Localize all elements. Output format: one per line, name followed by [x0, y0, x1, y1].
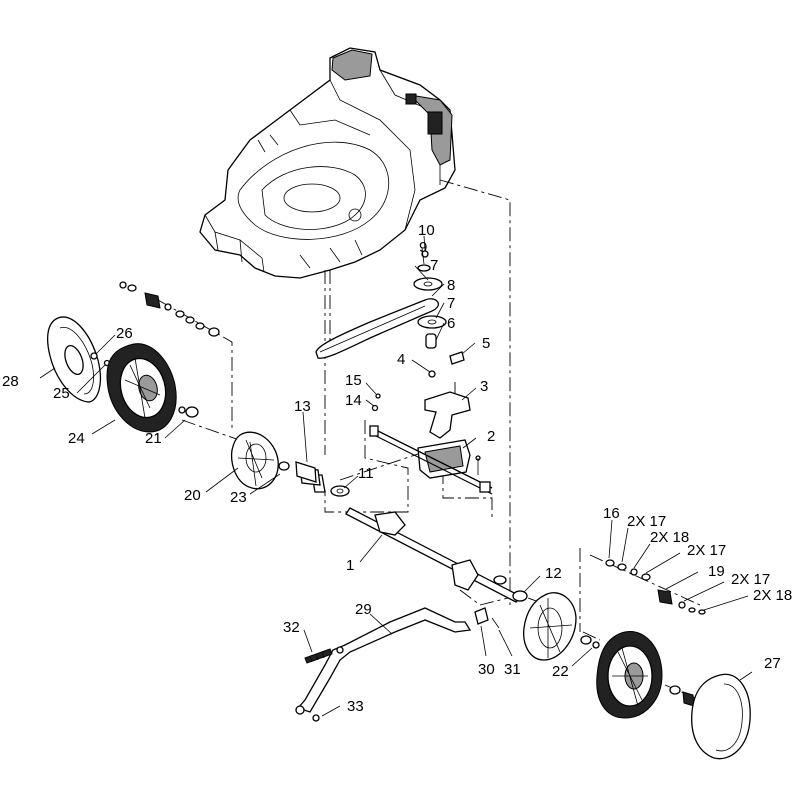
leader-lines — [39, 235, 753, 717]
callout-19: 19 — [708, 563, 725, 580]
callout-21: 21 — [145, 430, 162, 447]
callout-7-lower: 7 — [447, 295, 455, 312]
callout-30: 30 — [478, 661, 495, 678]
callout-27: 27 — [764, 655, 781, 672]
right-wheel-group — [523, 559, 751, 760]
callout-31: 31 — [504, 661, 521, 678]
callout-3: 3 — [480, 378, 488, 395]
callout-labels: 10 9 7 8 7 6 5 4 3 15 14 13 2 11 1 26 28… — [2, 222, 792, 715]
callout-2x18-b: 2X 18 — [753, 587, 792, 604]
callout-2x18-a: 2X 18 — [650, 529, 689, 546]
callout-2x17-c: 2X 17 — [731, 571, 770, 588]
callout-22: 22 — [552, 663, 569, 680]
callout-10: 10 — [418, 222, 435, 239]
callout-4: 4 — [397, 351, 405, 368]
callout-29: 29 — [355, 601, 372, 618]
callout-13: 13 — [294, 398, 311, 415]
transmission-assembly — [369, 391, 493, 495]
callout-24: 24 — [68, 430, 85, 447]
callout-26: 26 — [116, 325, 133, 342]
callout-14: 14 — [345, 392, 362, 409]
belt-pulley-assembly — [315, 250, 465, 378]
callout-20: 20 — [184, 487, 201, 504]
callout-28: 28 — [2, 373, 19, 390]
left-wheel-group — [47, 316, 317, 490]
callout-2x17-a: 2X 17 — [627, 513, 666, 530]
callout-32: 32 — [283, 619, 300, 636]
callout-12: 12 — [545, 565, 562, 582]
callout-8: 8 — [447, 277, 455, 294]
callout-9: 9 — [419, 239, 427, 256]
callout-6: 6 — [447, 315, 455, 332]
callout-5: 5 — [482, 335, 490, 352]
callout-15: 15 — [345, 372, 362, 389]
callout-1: 1 — [346, 557, 354, 574]
callout-2x17-b: 2X 17 — [687, 542, 726, 559]
callout-25: 25 — [53, 385, 70, 402]
callout-33: 33 — [347, 698, 364, 715]
mower-deck — [199, 47, 456, 279]
height-adjust-lever — [295, 607, 500, 722]
callout-11: 11 — [358, 465, 374, 482]
callout-23: 23 — [230, 489, 247, 506]
front-axle — [299, 467, 528, 603]
hub-hardware-row — [119, 281, 220, 337]
callout-2: 2 — [487, 428, 495, 445]
callout-16: 16 — [603, 505, 620, 522]
callout-7-upper: 7 — [430, 257, 438, 274]
